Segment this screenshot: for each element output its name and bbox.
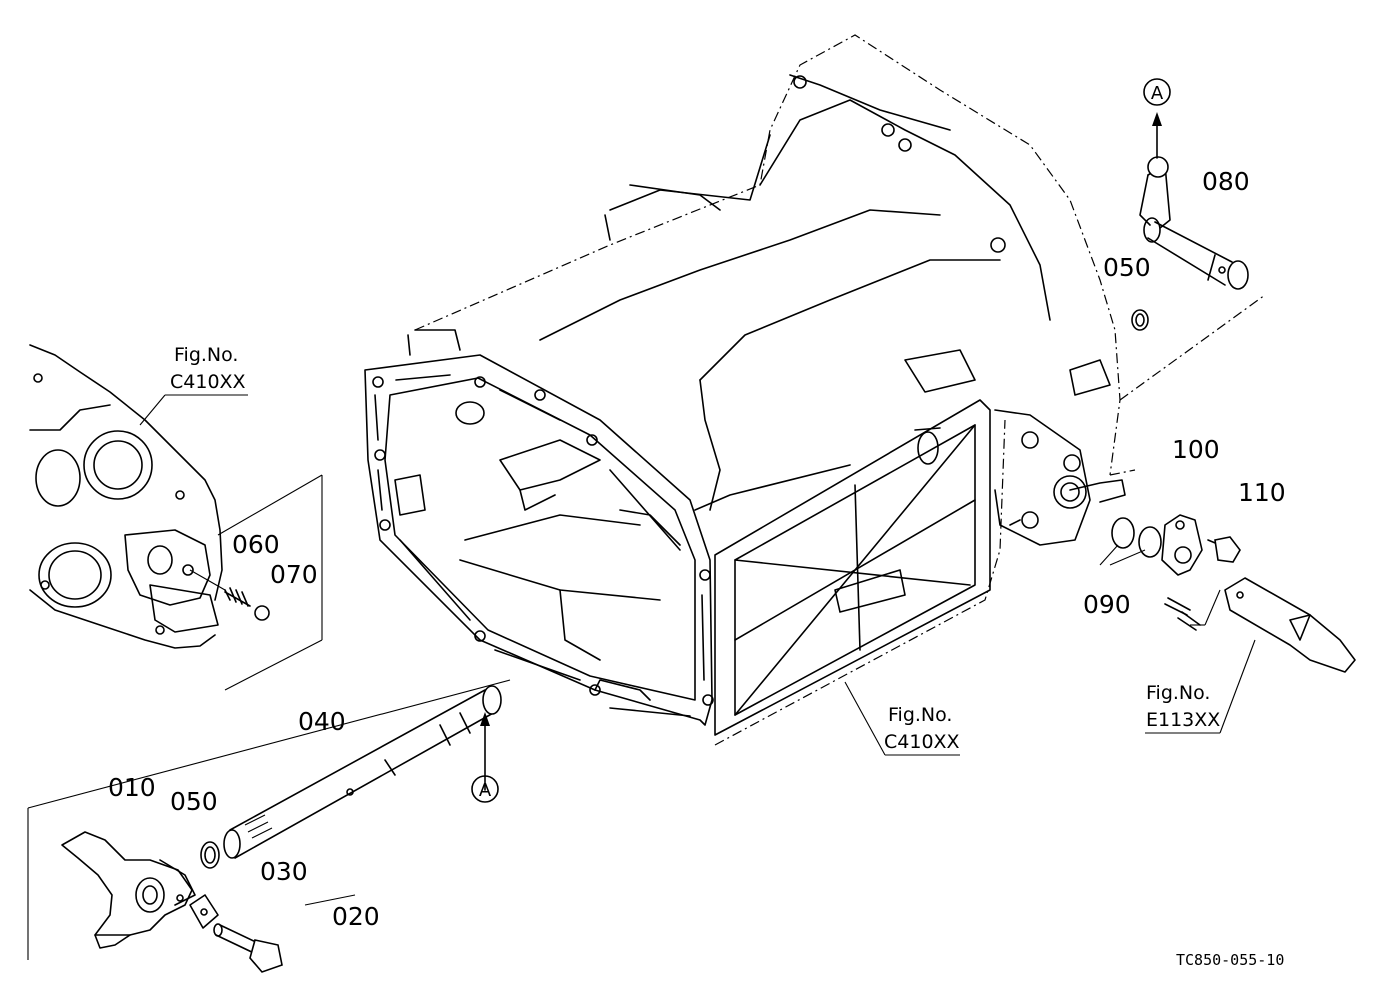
bolt-110 xyxy=(1207,536,1241,563)
fig-ref-2-line1: Fig.No. xyxy=(888,704,952,726)
label-030: 030 xyxy=(260,857,308,886)
label-040: 040 xyxy=(298,707,346,736)
fig-ref-3-line2: E113XX xyxy=(1146,709,1220,731)
pins xyxy=(1164,597,1201,631)
snap-ring-050-rod xyxy=(200,841,220,869)
adjacent-part-e113xx xyxy=(1190,577,1356,673)
label-110: 110 xyxy=(1238,478,1286,507)
label-020: 020 xyxy=(332,902,380,931)
shift-fork-010 xyxy=(61,831,196,949)
part-labels: 010 020 030 040 050 050 060 070 080 090 … xyxy=(108,167,1286,931)
spring-060 xyxy=(224,587,251,607)
transmission-case xyxy=(364,34,1266,746)
label-070: 070 xyxy=(270,560,318,589)
exploded-frame xyxy=(27,474,511,960)
lock-plate-030 xyxy=(189,894,219,929)
o-rings-090 xyxy=(1111,517,1162,558)
ball-070 xyxy=(254,605,270,621)
snap-ring-050-lever xyxy=(1131,309,1149,331)
bolt-020 xyxy=(213,923,283,973)
label-050-rod: 050 xyxy=(170,787,218,816)
fig-ref-1-line2: C410XX xyxy=(170,371,246,393)
label-060: 060 xyxy=(232,530,280,559)
label-010: 010 xyxy=(108,773,156,802)
plate-100 xyxy=(1161,514,1203,576)
fig-ref-3-line1: Fig.No. xyxy=(1146,682,1210,704)
fig-ref-1-line1: Fig.No. xyxy=(174,344,238,366)
shift-lever-shaft-080: A xyxy=(1139,78,1249,290)
connector-a-lower: A xyxy=(479,780,492,801)
label-100: 100 xyxy=(1172,435,1220,464)
figure-references: Fig.No. C410XX Fig.No. C410XX Fig.No. E1… xyxy=(170,344,1220,753)
fig-ref-2-line2: C410XX xyxy=(884,731,960,753)
label-090: 090 xyxy=(1083,590,1131,619)
drawing-code: TC850-055-10 xyxy=(1176,951,1284,969)
label-080: 080 xyxy=(1202,167,1250,196)
adjacent-housing-left xyxy=(29,344,226,649)
label-050-lever: 050 xyxy=(1103,253,1151,282)
leader-lines xyxy=(139,394,1256,756)
connector-a-upper: A xyxy=(1151,83,1164,104)
shift-rod-040: A xyxy=(223,685,502,859)
